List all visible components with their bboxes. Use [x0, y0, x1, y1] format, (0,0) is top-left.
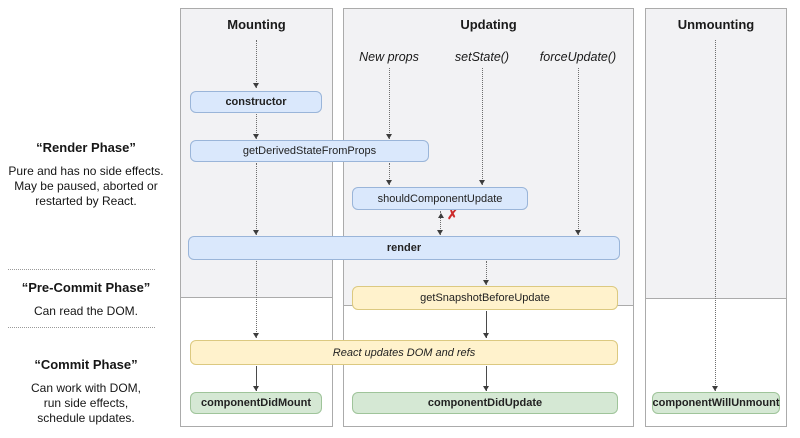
react-updates-dom-node: React updates DOM and refs: [190, 340, 618, 365]
unmounting-column: Unmounting: [645, 8, 787, 427]
arrow-getderivedstatefromprops-to-render: [253, 163, 259, 235]
unmounting-column-title: Unmounting: [677, 17, 755, 32]
shouldcomponentupdate-node: shouldComponentUpdate: [352, 187, 528, 210]
commit-phase-desc-line: Can work with DOM,: [30, 381, 142, 395]
render-phase-annotation: “Render Phase” Pure and has no side effe…: [0, 140, 172, 209]
getderivedstatefromprops-node: getDerivedStateFromProps: [190, 140, 429, 162]
commit-phase-desc-line: run side effects,: [43, 396, 129, 410]
trigger-force-update: forceUpdate(): [539, 50, 617, 64]
commit-phase-annotation: “Commit Phase” Can work with DOM, run si…: [0, 357, 172, 426]
arrow-reactupdatesdom-to-componentdidmount: [253, 366, 259, 391]
componentdidmount-node: componentDidMount: [190, 392, 322, 414]
render-phase-desc-line: May be paused, aborted or: [14, 179, 158, 193]
constructor-node: constructor: [190, 91, 322, 113]
render-phase-title: “Render Phase”: [36, 140, 136, 155]
pre-commit-phase-desc-line: Can read the DOM.: [33, 304, 139, 318]
render-phase-desc-line: restarted by React.: [35, 194, 137, 208]
commit-phase-title: “Commit Phase”: [34, 357, 138, 372]
abort-x-icon: ✗: [447, 207, 458, 222]
arrow-constructor-to-getderivedstatefromprops: [253, 114, 259, 139]
updating-column-title: Updating: [460, 17, 517, 32]
unmounting-render-phase-zone: [646, 9, 786, 299]
arrow-setstate-to-shouldcomponentupdate: [479, 68, 485, 185]
mounting-column-title: Mounting: [227, 17, 286, 32]
componentdidupdate-node: componentDidUpdate: [352, 392, 618, 414]
trigger-new-props: New props: [359, 50, 419, 64]
pre-commit-phase-title: “Pre-Commit Phase”: [21, 280, 151, 295]
arrow-shouldcomponentupdate-to-render: [437, 211, 443, 235]
arrow-unmounting-to-componentwillunmount: [712, 40, 718, 391]
arrow-render-to-getsnapshotbeforeupdate: [483, 261, 489, 285]
pre-commit-phase-annotation: “Pre-Commit Phase” Can read the DOM.: [0, 280, 172, 319]
phase-divider: [8, 269, 155, 270]
phase-divider: [8, 327, 155, 328]
arrow-getsnapshotbeforeupdate-to-reactupdatesdom: [483, 311, 489, 338]
arrow-getderivedstatefromprops-to-shouldcomponentupdate: [386, 163, 392, 185]
getsnapshotbeforeupdate-node: getSnapshotBeforeUpdate: [352, 286, 618, 310]
arrow-mounting-to-constructor: [253, 40, 259, 88]
arrow-reactupdatesdom-to-componentdidupdate: [483, 366, 489, 391]
arrow-newprops-to-getderivedstatefromprops: [386, 68, 392, 139]
render-phase-desc-line: Pure and has no side effects.: [8, 164, 164, 178]
componentwillunmount-node: componentWillUnmount: [652, 392, 780, 414]
arrow-forceupdate-to-render: [575, 68, 581, 235]
render-node: render: [188, 236, 620, 260]
commit-phase-desc-line: schedule updates.: [37, 411, 135, 425]
arrow-render-to-reactupdatesdom: [253, 261, 259, 338]
abort-return-arrow-icon: [438, 213, 444, 218]
trigger-set-state: setState(): [454, 50, 510, 64]
